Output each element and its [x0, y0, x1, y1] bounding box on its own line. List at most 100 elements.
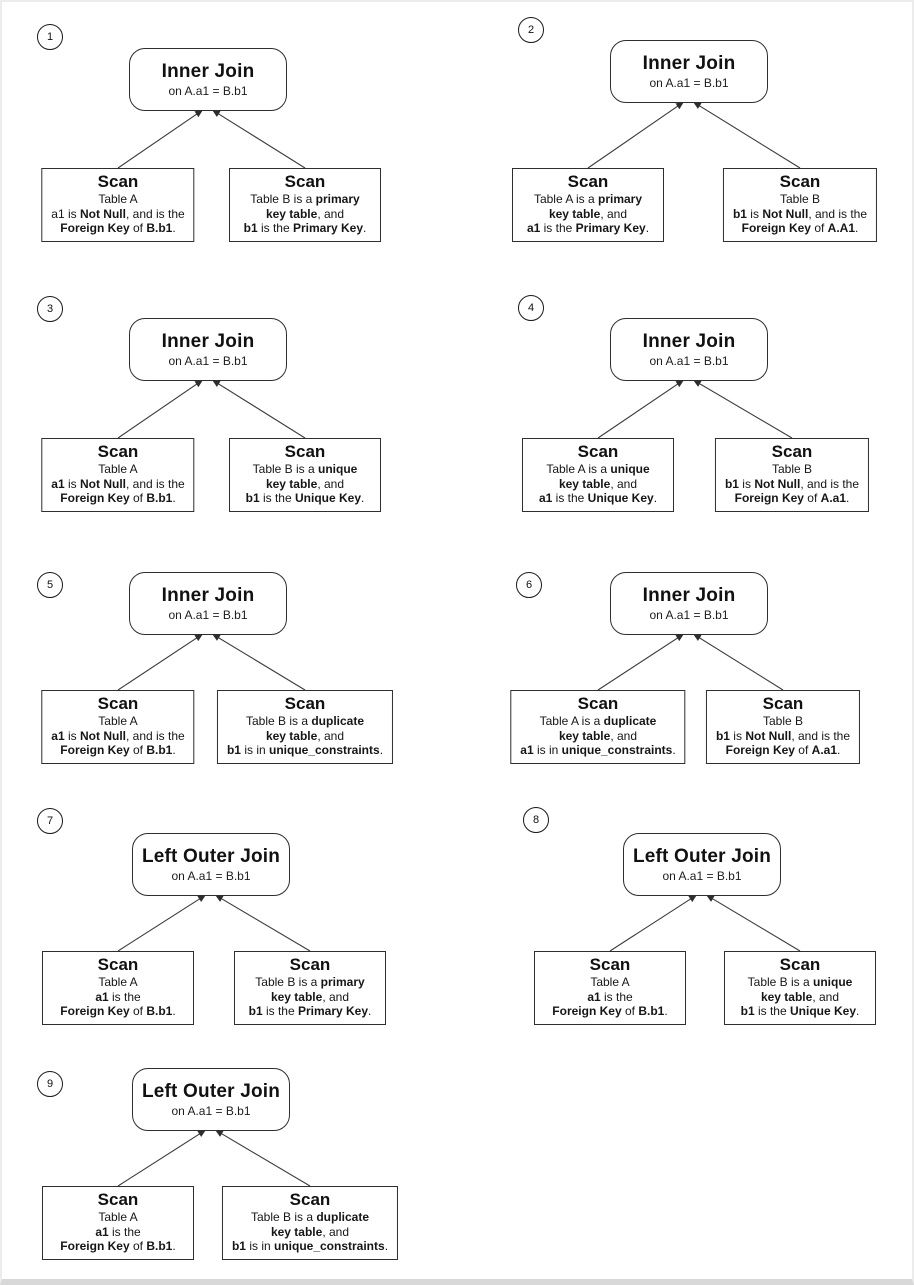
- join-condition: on A.a1 = B.b1: [171, 868, 251, 883]
- edge-line: [597, 379, 685, 439]
- scan-title: Scan: [97, 172, 139, 191]
- scan-title: Scan: [97, 694, 139, 713]
- join-condition: on A.a1 = B.b1: [168, 607, 248, 622]
- scan-title: Scan: [771, 442, 813, 461]
- edge-line: [692, 101, 801, 169]
- join-node: Left Outer Join on A.a1 = B.b1: [132, 833, 290, 896]
- edge-line: [597, 633, 685, 691]
- scan-title: Scan: [284, 442, 326, 461]
- diagram-number-badge: 7: [37, 808, 63, 834]
- join-title: Inner Join: [161, 331, 255, 352]
- scan-title: Scan: [577, 442, 619, 461]
- join-node: Inner Join on A.a1 = B.b1: [610, 572, 768, 635]
- join-title: Left Outer Join: [141, 1081, 281, 1102]
- scan-title: Scan: [284, 172, 326, 191]
- join-condition: on A.a1 = B.b1: [662, 868, 742, 883]
- join-title: Inner Join: [161, 61, 255, 82]
- diagram-number-badge: 8: [523, 807, 549, 833]
- join-condition: on A.a1 = B.b1: [168, 83, 248, 98]
- join-node: Left Outer Join on A.a1 = B.b1: [623, 833, 781, 896]
- edge-line: [214, 894, 311, 952]
- scan-title: Scan: [289, 1190, 331, 1209]
- scan-title: Scan: [762, 694, 804, 713]
- scan-title: Scan: [97, 1190, 139, 1209]
- scan-title: Scan: [577, 694, 619, 713]
- edge-line: [211, 633, 306, 691]
- edge-line: [609, 894, 698, 952]
- diagram-number-badge: 3: [37, 296, 63, 322]
- join-node: Left Outer Join on A.a1 = B.b1: [132, 1068, 290, 1131]
- join-node: Inner Join on A.a1 = B.b1: [129, 48, 287, 111]
- edge-line: [692, 379, 793, 439]
- scan-title: Scan: [284, 694, 326, 713]
- diagram-number-badge: 4: [518, 295, 544, 321]
- join-condition: on A.a1 = B.b1: [649, 353, 729, 368]
- edge-line: [117, 379, 204, 439]
- edge-line: [211, 379, 306, 439]
- join-node: Inner Join on A.a1 = B.b1: [129, 318, 287, 381]
- diagram-number-badge: 9: [37, 1071, 63, 1097]
- diagram-number-badge: 5: [37, 572, 63, 598]
- edge-line: [587, 101, 685, 169]
- scan-title: Scan: [97, 955, 139, 974]
- edge-line: [117, 894, 207, 952]
- scan-title: Scan: [97, 442, 139, 461]
- join-node: Inner Join on A.a1 = B.b1: [610, 40, 768, 103]
- edge-line: [117, 109, 204, 169]
- join-condition: on A.a1 = B.b1: [168, 353, 248, 368]
- join-title: Left Outer Join: [632, 846, 772, 867]
- join-title: Inner Join: [642, 585, 736, 606]
- join-node: Inner Join on A.a1 = B.b1: [129, 572, 287, 635]
- diagram-number-badge: 1: [37, 24, 63, 50]
- edge-line: [117, 1129, 207, 1187]
- join-title: Inner Join: [161, 585, 255, 606]
- edge-line: [692, 633, 784, 691]
- join-condition: on A.a1 = B.b1: [649, 607, 729, 622]
- join-title: Inner Join: [642, 331, 736, 352]
- scan-title: Scan: [289, 955, 331, 974]
- edge-line: [214, 1129, 311, 1187]
- join-node: Inner Join on A.a1 = B.b1: [610, 318, 768, 381]
- edge-line: [705, 894, 801, 952]
- join-condition: on A.a1 = B.b1: [171, 1103, 251, 1118]
